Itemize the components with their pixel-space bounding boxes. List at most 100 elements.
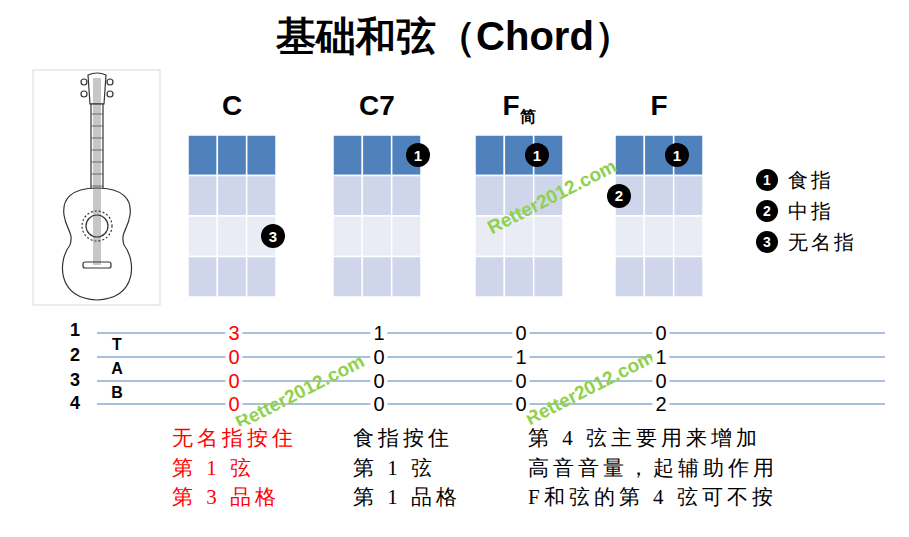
fret <box>91 174 103 175</box>
finger-number: 2 <box>615 188 623 203</box>
fret-cell <box>392 257 421 298</box>
fret-cell <box>217 257 246 298</box>
finger-dot: 1 <box>406 143 430 167</box>
chord-subscript: 简 <box>520 108 536 125</box>
fret-cell <box>392 176 421 217</box>
chord-name: C <box>222 86 242 126</box>
string-number: 4 <box>70 393 80 414</box>
fret-cell <box>188 135 217 176</box>
note-text: 食指按住 <box>353 426 453 450</box>
fret-cell <box>534 257 563 298</box>
watermark: Retter2012.com <box>232 350 368 434</box>
legend-finger-marker: 2 <box>756 200 778 222</box>
tab-fret-number: 1 <box>652 346 669 369</box>
fret-cell <box>615 135 644 176</box>
fret <box>91 162 103 163</box>
note-text: 高音音量，起辅助作用 <box>528 456 778 480</box>
tab-letter: T <box>110 336 124 354</box>
fretboard-grid <box>188 135 276 297</box>
fret-cell <box>475 257 504 298</box>
fret-cell <box>504 257 533 298</box>
string-number: 3 <box>70 370 80 391</box>
finger-number: 1 <box>414 148 422 163</box>
string-number: 1 <box>70 320 80 341</box>
fret-cell <box>644 257 673 298</box>
chord-name: C7 <box>359 86 395 126</box>
fret-cell <box>217 176 246 217</box>
tab-fret-number: 1 <box>370 322 387 345</box>
fret <box>91 114 103 115</box>
legend-finger-marker: 1 <box>756 169 778 191</box>
illustration-frame <box>33 70 160 305</box>
string-line <box>96 78 97 265</box>
tab-letter: A <box>109 360 125 378</box>
tuning-peg <box>107 79 113 85</box>
fret-cell <box>674 176 703 217</box>
fret-cell <box>644 216 673 257</box>
fret-cell <box>247 257 276 298</box>
tuning-peg <box>81 79 87 85</box>
note-text: 第 1 弦 <box>353 456 436 480</box>
fret-cell <box>674 257 703 298</box>
ukulele-frets <box>91 114 103 186</box>
tab-fret-number: 0 <box>225 393 242 416</box>
tab-fret-number: 0 <box>370 370 387 393</box>
tab-fret-number: 0 <box>512 322 529 345</box>
tab-fret-number: 3 <box>225 322 242 345</box>
legend-finger-marker: 3 <box>756 231 778 253</box>
note-text: 第 1 品格 <box>353 485 461 509</box>
tab-fret-number: 0 <box>512 370 529 393</box>
tab-fret-number: 1 <box>512 346 529 369</box>
watermark: Retter2012.com <box>522 346 658 430</box>
fret-cell <box>247 135 276 176</box>
fret-cell <box>362 216 391 257</box>
note-text: 第 3 品格 <box>172 485 280 509</box>
sound-hole <box>86 215 108 237</box>
note-text: 第 4 弦主要用来增加 <box>528 426 761 450</box>
tab-fret-number: 0 <box>512 393 529 416</box>
finger-number: 1 <box>673 148 681 163</box>
fret-cell <box>674 216 703 257</box>
fret-cell <box>333 176 362 217</box>
note-text: 无名指按住 <box>172 426 297 450</box>
fret-cell <box>217 216 246 257</box>
tuning-peg <box>81 91 87 97</box>
tab-line <box>97 381 885 382</box>
fret-cell <box>362 135 391 176</box>
fret-cell <box>333 216 362 257</box>
chord-name-text: F <box>502 90 519 121</box>
fret <box>91 186 103 187</box>
ukulele-illustration <box>62 73 131 300</box>
tab-letter: B <box>109 384 125 402</box>
string-line <box>98 78 99 265</box>
fret-cell <box>475 135 504 176</box>
tab-fret-number: 0 <box>370 346 387 369</box>
fret-cell <box>615 216 644 257</box>
fret-cell <box>188 176 217 217</box>
tab-staff <box>97 333 885 404</box>
fret <box>91 126 103 127</box>
finger-number: 1 <box>533 148 541 163</box>
fretboard-grid <box>615 135 703 297</box>
finger-dot: 2 <box>607 184 631 208</box>
fret-cell <box>247 176 276 217</box>
chord-name-text: F <box>650 90 667 121</box>
fret-cell <box>362 257 391 298</box>
fret-cell <box>217 135 246 176</box>
note-text: 第 1 弦 <box>172 456 255 480</box>
tab-fret-number: 0 <box>652 322 669 345</box>
tab-fret-number: 0 <box>225 370 242 393</box>
chord-diagram: C7 1 <box>333 86 421 297</box>
fret-cell <box>362 176 391 217</box>
fret <box>91 150 103 151</box>
fret-cell <box>644 176 673 217</box>
fret-cell <box>188 216 217 257</box>
fret-cell <box>392 216 421 257</box>
chord-diagram: C3 <box>188 86 276 297</box>
note-text: F和弦的第 4 弦可不按 <box>528 485 777 509</box>
legend-text: 中指 <box>788 200 834 223</box>
fret <box>91 138 103 139</box>
string-number: 2 <box>70 345 80 366</box>
rosette <box>82 211 112 241</box>
